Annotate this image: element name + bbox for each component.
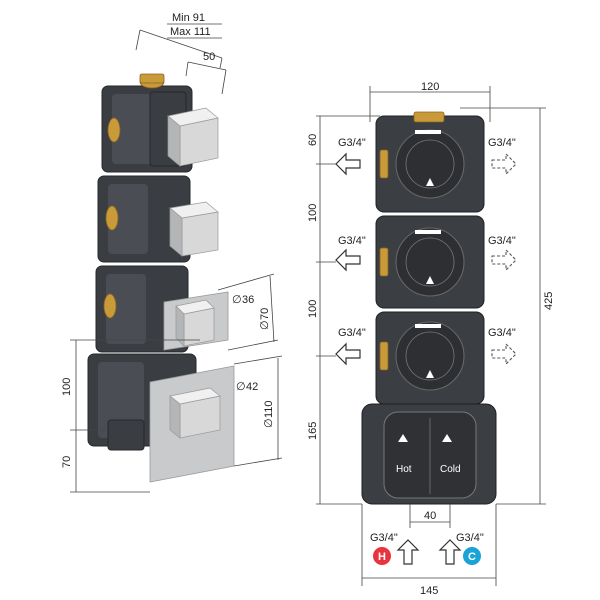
- inlet-spacing-label: 40: [424, 510, 436, 522]
- outlet-left-2-label: G3/4": [338, 235, 366, 247]
- hot-badge-icon: [373, 547, 391, 565]
- left-vertical-dimensions: 100 70: [61, 339, 200, 493]
- front-module-2: [375, 215, 485, 309]
- outlet-left-3-arrow: [335, 342, 361, 366]
- cold-inlet: G3/4" C: [438, 532, 484, 565]
- thermo-cube-label: 42: [246, 381, 258, 393]
- left-outlets: G3/4" G3/4" G3/4": [335, 137, 366, 366]
- thermo-cube-symbol: ∅: [236, 381, 246, 393]
- outlet-right-3-arrow: [491, 342, 517, 366]
- width-145-label: 145: [420, 585, 438, 597]
- plate-height-symbol: ∅: [259, 320, 271, 330]
- front-thermostat-module: Hot Cold: [361, 403, 497, 505]
- thermostatic-module: [87, 353, 235, 483]
- outlet-left-1-arrow: [335, 152, 361, 176]
- front-module-1: [375, 111, 485, 213]
- outlet-right-2-label: G3/4": [488, 235, 516, 247]
- min-depth-label: Min 91: [172, 12, 205, 24]
- depth-dimension: Min 91 Max 111 50: [135, 12, 227, 95]
- outlet-left-3-label: G3/4": [338, 327, 366, 339]
- hot-inlet: G3/4" H: [370, 532, 420, 565]
- front-view: 120: [307, 81, 555, 597]
- front-module-3: [375, 311, 485, 405]
- cold-inlet-label: G3/4": [456, 532, 484, 544]
- outlet-left-1-label: G3/4": [338, 137, 366, 149]
- valve-module-3: [95, 265, 229, 353]
- spacing-100b-label: 100: [307, 300, 319, 318]
- spacing-100-label: 100: [61, 378, 73, 396]
- isometric-view: Min 91 Max 111 50: [61, 12, 283, 493]
- vertical-spacing-dimensions: 60 100 100 165: [307, 115, 380, 505]
- cold-badge-text: C: [468, 551, 476, 563]
- right-outlets: G3/4" G3/4" G3/4": [488, 137, 517, 366]
- inlet-spacing-dimension: 40: [409, 504, 451, 528]
- cube-depth-label: 50: [203, 51, 215, 63]
- outlet-left-2-arrow: [335, 248, 361, 272]
- thermo-plate-label: 110: [263, 400, 275, 418]
- outlet-right-3-label: G3/4": [488, 327, 516, 339]
- plate-height-label: 70: [259, 308, 271, 320]
- valve-module-2: [97, 175, 219, 263]
- thermo-plate-symbol: ∅: [263, 418, 275, 428]
- width-120-label: 120: [421, 81, 439, 93]
- cube-dimensions: ∅ 36 ∅ 70 ∅ 42 ∅ 110: [217, 273, 283, 467]
- hot-badge-text: H: [378, 551, 386, 563]
- width-145-dimension: 145: [361, 504, 497, 597]
- cube-size-label: 36: [242, 294, 254, 306]
- hot-inlet-label: G3/4": [370, 532, 398, 544]
- outlet-right-2-arrow: [491, 248, 517, 272]
- spacing-70-label: 70: [61, 456, 73, 468]
- spacing-100a-label: 100: [307, 204, 319, 222]
- outlet-right-1-label: G3/4": [488, 137, 516, 149]
- cold-badge-icon: [463, 547, 481, 565]
- outlet-right-1-arrow: [491, 152, 517, 176]
- cold-text: Cold: [440, 464, 461, 475]
- spacing-60-label: 60: [307, 134, 319, 146]
- cube-size-symbol: ∅: [232, 294, 242, 306]
- cold-inlet-arrow: [438, 539, 462, 565]
- total-height-dimension: 425: [460, 107, 555, 505]
- valve-module-1: [101, 73, 219, 173]
- spacing-165-label: 165: [307, 422, 319, 440]
- hot-text: Hot: [396, 464, 412, 475]
- hot-inlet-arrow: [396, 539, 420, 565]
- total-height-label: 425: [543, 292, 555, 310]
- max-depth-label: Max 111: [170, 26, 211, 38]
